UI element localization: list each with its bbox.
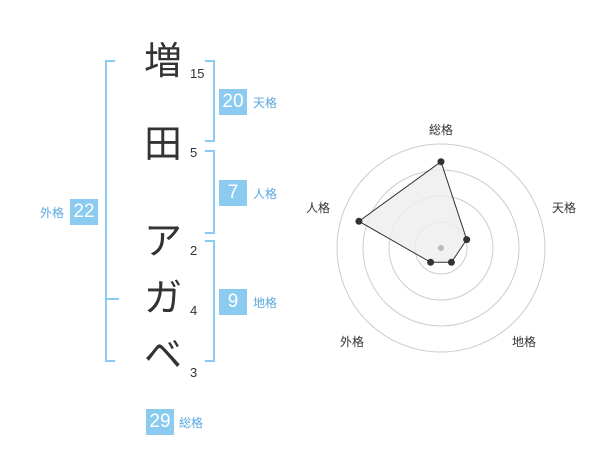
gaikaku-label: 外格 xyxy=(40,206,65,220)
stroke-count-2: 5 xyxy=(190,145,198,160)
radar-point-2 xyxy=(447,258,455,266)
stroke-count-4: 4 xyxy=(190,303,198,318)
stroke-count-1: 15 xyxy=(190,66,205,81)
name-char-5: ベ xyxy=(143,333,182,377)
chikaku-label: 地格 xyxy=(253,296,278,310)
stroke-count-3: 2 xyxy=(190,243,198,258)
soukaku-value: 29 xyxy=(146,409,174,435)
radar-axis-label-tenkaku: 天格 xyxy=(551,201,576,215)
tenkaku-value: 20 xyxy=(219,89,247,115)
tenkaku-label: 天格 xyxy=(253,96,278,110)
radar-point-0 xyxy=(437,158,445,166)
radar-axis-label-soukaku: 総格 xyxy=(428,123,453,137)
jinkaku-bracket xyxy=(205,150,215,234)
radar-axis-label-gaikaku: 外格 xyxy=(339,335,364,349)
chikaku-value: 9 xyxy=(219,289,247,315)
stroke-count-5: 3 xyxy=(190,365,198,380)
gaikaku-value: 22 xyxy=(70,199,98,225)
jinkaku-label: 人格 xyxy=(253,187,278,201)
name-char-2: 田 xyxy=(143,122,182,166)
gaikaku-bracket xyxy=(105,60,115,362)
gaikaku-bracket-tick xyxy=(105,298,119,300)
name-char-1: 増 xyxy=(143,39,182,83)
name-char-3: ア xyxy=(143,219,182,263)
radar-center-dot xyxy=(438,245,444,251)
soukaku-label: 総格 xyxy=(179,416,204,430)
radar-axis-label-chikaku: 地格 xyxy=(511,335,536,349)
radar-ring xyxy=(336,143,546,353)
tenkaku-bracket xyxy=(205,60,215,142)
radar-points xyxy=(355,158,471,266)
radar-point-3 xyxy=(427,258,435,266)
radar-axis-label-jinkaku: 人格 xyxy=(305,201,330,215)
jinkaku-value: 7 xyxy=(219,180,247,206)
radar-polygon xyxy=(357,160,468,263)
chikaku-bracket xyxy=(205,240,215,362)
radar-point-1 xyxy=(463,236,471,244)
radar-point-4 xyxy=(355,217,363,225)
name-char-4: ガ xyxy=(143,276,182,320)
